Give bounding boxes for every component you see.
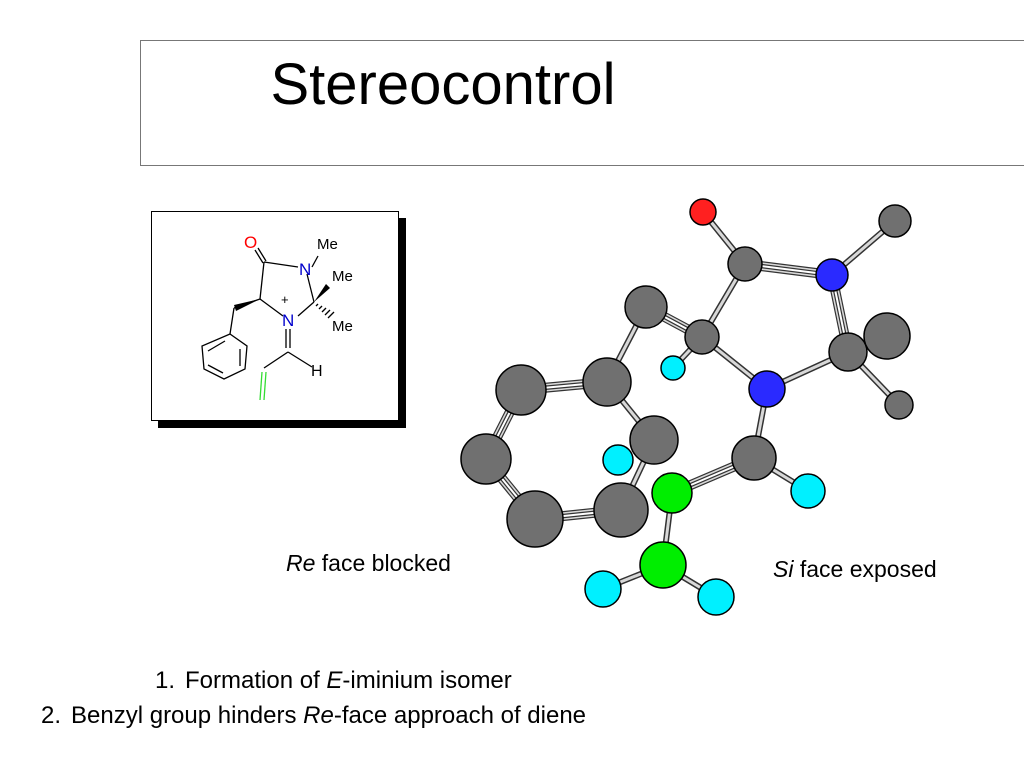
atom-nitrogen (748, 370, 786, 408)
list-item-1: 1.Formation of E-iminium isomer (155, 667, 512, 694)
atom-carbon (582, 357, 632, 407)
atom-carbon (629, 415, 679, 465)
slide-title: Stereocontrol (270, 52, 616, 117)
hydrogen-label: H (311, 363, 323, 380)
atom-carbon (684, 319, 720, 355)
re-face-caption: Re face blocked (286, 550, 451, 576)
atom-hydrogen (584, 570, 622, 608)
atom-hydrogen (602, 444, 634, 476)
oxygen-label: O (244, 233, 257, 252)
iminium-structure-diagram: O N Me Me + N Me H (201, 233, 353, 401)
nitrogen-label-ring: N (282, 311, 294, 330)
methyl-label-hash: Me (332, 318, 353, 335)
atom-oxygen (689, 198, 717, 226)
nitrogen-label-top: N (299, 260, 311, 279)
title-box (140, 40, 1024, 166)
methyl-label-n: Me (317, 236, 338, 253)
atom-carbon (863, 312, 911, 360)
methyl-label-wedge: Me (332, 268, 353, 285)
atom-carbon (731, 435, 777, 481)
atom-carbon (624, 285, 668, 329)
atom-nitrogen (815, 258, 849, 292)
positive-charge-label: + (281, 292, 289, 307)
atom-carbon (884, 390, 914, 420)
atom-hydrogen (660, 355, 686, 381)
atom-alkene-carbon (639, 541, 687, 589)
atom-alkene-carbon (651, 472, 693, 514)
structure-panel: O N Me Me + N Me H (151, 211, 399, 421)
atom-carbon (828, 332, 868, 372)
atom-carbon (460, 433, 512, 485)
list-item-2: 2.Benzyl group hinders Re-face approach … (41, 702, 587, 729)
atom-carbon (727, 246, 763, 282)
si-face-caption: Si face exposed (773, 556, 937, 582)
atom-carbon (878, 204, 912, 238)
atom-hydrogen (790, 473, 826, 509)
atom-carbon (495, 364, 547, 416)
atom-hydrogen (697, 578, 735, 616)
atom-carbon (593, 482, 649, 538)
alkene-bond (259, 371, 267, 401)
atom-carbon (506, 490, 564, 548)
